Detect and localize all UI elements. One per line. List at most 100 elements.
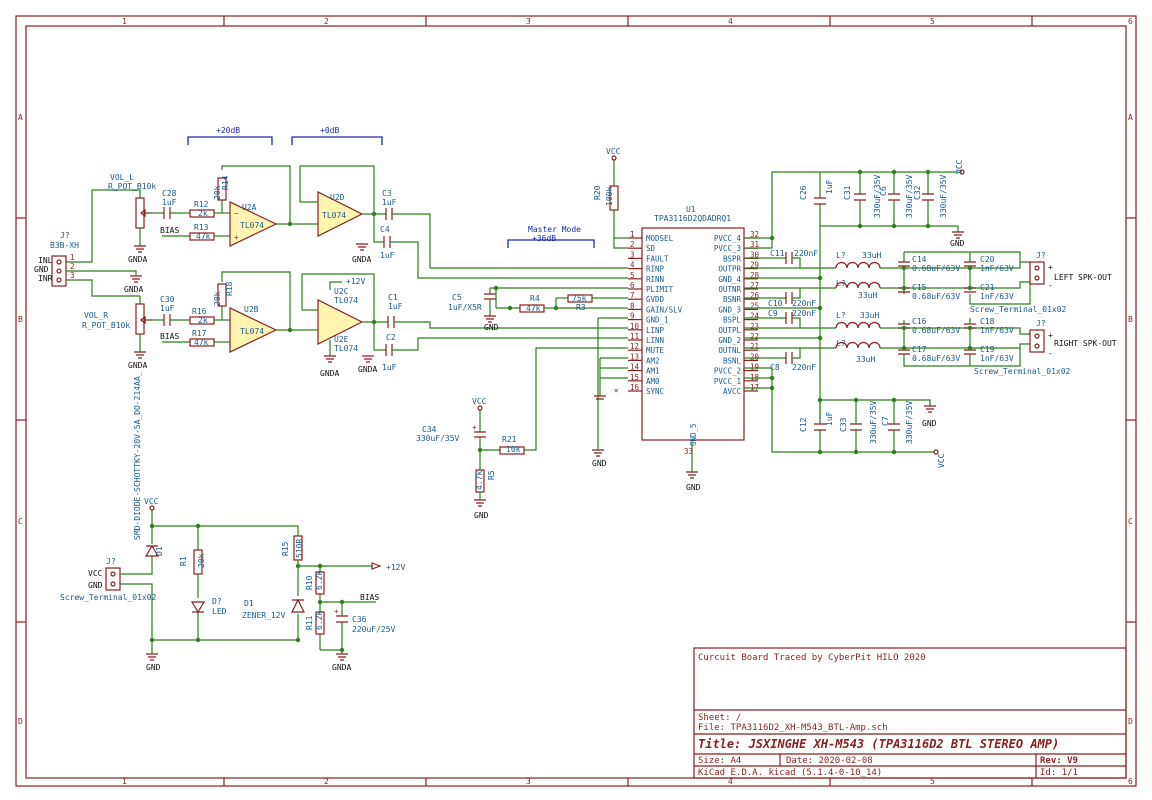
c21-ref: C21 <box>980 283 995 292</box>
right-plus: + <box>1048 331 1053 340</box>
row-label: C <box>18 517 23 526</box>
row-label: D <box>1128 717 1133 726</box>
r20-ref: R20 <box>593 185 602 200</box>
title-traced-by: Curcuit Board Traced by CyberPit HILO 20… <box>698 653 926 663</box>
ic-pin-number: 29 <box>750 261 759 270</box>
ic-pin-number: 22 <box>750 332 759 341</box>
c12-ref: C12 <box>799 417 808 432</box>
ic-pin-name: AVCC <box>723 387 741 396</box>
ic-pin-name: BSPR <box>723 254 742 263</box>
r4-ref: R4 <box>530 294 540 303</box>
ic-pin-number: 12 <box>630 342 639 351</box>
input-pin-num: 2 <box>70 262 75 271</box>
gnda-label: GNDA <box>352 255 371 264</box>
ic-pin-number: 18 <box>750 373 760 382</box>
gain-0db-label: +0dB <box>320 126 339 135</box>
title-rev: Rev: V9 <box>1040 756 1078 766</box>
ic-pin-name: BSNL <box>723 356 742 365</box>
ic-pin-number: 19 <box>750 363 759 372</box>
c31-value: 330uF/35V <box>873 174 882 218</box>
ic-pin-number: 20 <box>750 352 760 361</box>
ic-pin-name: AM1 <box>646 367 660 376</box>
ic-pin-33: 33 <box>684 447 693 456</box>
u2e-value: TL074 <box>334 344 358 353</box>
r12-value: 2k <box>198 209 208 218</box>
r17-value: 47k <box>194 338 209 347</box>
r13-value: 47k <box>196 232 211 241</box>
ic-pin-name: PVCC_4 <box>714 234 742 243</box>
preamp-stage: C28 1uF R12 2k BIAS R13 47k − + U2A TL07… <box>152 165 310 353</box>
inductor-ref: L? <box>836 339 846 348</box>
gnd-label: GND <box>474 511 489 520</box>
inductor-ref: L? <box>836 311 846 320</box>
ic-pin-number: 16 <box>630 383 640 392</box>
r3-ref: R3 <box>576 303 586 312</box>
r15-value: 510R <box>295 539 304 558</box>
ic-pin-name: BSPL <box>723 316 742 325</box>
c9-value: 220nF <box>792 309 816 318</box>
u2a-ref: U2A <box>242 203 257 212</box>
c3-ref: C3 <box>382 189 392 198</box>
c7-value: 330uF/35V <box>905 400 914 444</box>
ic-pin-name: OUTPR <box>718 265 741 274</box>
pot-vol-r-ref: VOL_R <box>84 311 108 320</box>
c15-value: 0.68uF/63V <box>912 292 960 301</box>
bias-label: BIAS <box>160 332 179 341</box>
input-pin-inl: INL <box>38 256 53 265</box>
u2c-ref: U2C <box>334 287 349 296</box>
c11-value: 220nF <box>794 249 818 258</box>
power-section: J? VCC GND Screw_Terminal_01x02 VCC D1 S… <box>60 371 405 672</box>
col-label: 1 <box>122 17 127 26</box>
pot-vol-r-value: R_POT_B10k <box>82 321 130 330</box>
zener-ref: D1 <box>244 599 254 608</box>
gnd-label: GND <box>686 483 701 492</box>
inductor-ref: L? <box>836 251 846 260</box>
c11-ref: C11 <box>770 249 785 258</box>
row-label: D <box>18 717 23 726</box>
r18-ref: R18 <box>225 281 234 296</box>
c26-ref: C26 <box>799 185 808 200</box>
input-connector-ref: J? <box>60 231 70 240</box>
power-connector-value: Screw_Terminal_01x02 <box>60 593 157 602</box>
r5-value: 4.7k <box>475 471 484 490</box>
ic-pin-name: GND_1 <box>646 316 669 325</box>
j-right-value: Screw_Terminal_01x02 <box>974 367 1071 376</box>
ic-pin-name: RINN <box>646 275 664 284</box>
ic-pin-name: BSNR <box>723 295 742 304</box>
r3-value: 75k <box>572 294 587 303</box>
row-label: A <box>18 113 23 122</box>
row-label: C <box>1128 517 1133 526</box>
ic-pin-number: 1 <box>630 230 635 239</box>
c5-ref: C5 <box>452 293 462 302</box>
c18-ref: C18 <box>980 317 995 326</box>
title-date: Date: 2020-02-08 <box>786 756 873 766</box>
r16-ref: R16 <box>192 307 207 316</box>
c32-ref: C32 <box>913 185 922 200</box>
r5-ref: R5 <box>487 470 496 480</box>
c21-value: 1nF/63V <box>980 292 1014 301</box>
ic-pin-name: GVDD <box>646 295 665 304</box>
r13-ref: R13 <box>194 223 209 232</box>
power-connector-ref: J? <box>106 557 116 566</box>
c30-ref: C30 <box>160 295 175 304</box>
r14-value: 20k <box>213 185 222 200</box>
c16-ref: C16 <box>912 317 927 326</box>
input-connector-value: B3B-XH <box>50 241 79 250</box>
inductor-value: 33uH <box>858 291 877 300</box>
gnd-label: GND <box>592 459 607 468</box>
ic-pin-name: GND_4 <box>718 275 741 284</box>
ic-pin-name: LINN <box>646 336 664 345</box>
ic-pin-number: 32 <box>750 230 759 239</box>
c26-value: 1uF <box>825 179 834 194</box>
r1-value: 20k <box>197 553 206 568</box>
col-label: 4 <box>728 17 733 26</box>
c5-value: 1uF/X5R <box>448 303 482 312</box>
ic-pin-number: 2 <box>630 240 635 249</box>
right-spk-out-label: RIGHT SPK-OUT <box>1054 339 1117 348</box>
vcc-label: VCC <box>472 397 487 406</box>
c36-value: 220uF/25V <box>352 625 396 634</box>
ic-pin-name: PVCC_3 <box>714 244 741 253</box>
ic-pin-name: OUTNL <box>718 346 741 355</box>
